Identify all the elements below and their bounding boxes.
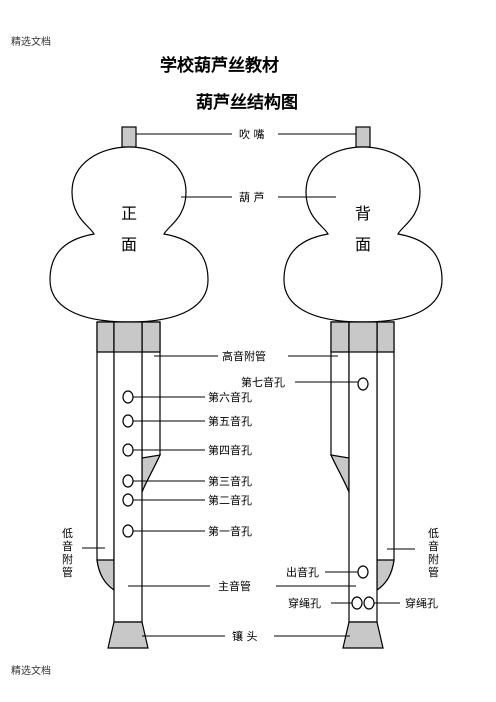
back-low-drone-gray-top [376,321,395,353]
footer-label: 精选文档 [11,666,51,677]
label-rope-hole-left: 穿绳孔 [288,596,321,610]
back-high-drone-gray-top [330,321,350,353]
label-low-drone-right-2: 音 [428,539,439,553]
header-label: 精选文档 [11,37,51,48]
label-ferrule: 镶 头 [232,629,258,643]
front-high-drone-gray-bottom [141,454,162,493]
front-side-char-2: 面 [121,235,137,254]
label-hole-5: 第五音孔 [208,414,252,428]
label-sound-hole: 出音孔 [286,565,319,579]
diagram-title: 葫芦丝结构图 [196,93,298,113]
front-low-drone-gray-bottom [96,559,115,592]
label-high-drone: 高音附管 [222,349,266,363]
label-low-drone-right-3: 附 [428,552,439,566]
document-title: 学校葫芦丝教材 [160,56,279,76]
front-main-pipe-gray-top [113,321,143,353]
label-low-drone-right-1: 低 [428,527,439,540]
back-high-drone-gray-bottom [329,454,350,493]
front-low-drone-gray-top [96,321,115,353]
back-mouthpiece [355,126,371,148]
leader-lines [82,133,415,637]
label-mouthpiece: 吹 嘴 [239,128,265,141]
label-main-pipe: 主音管 [218,579,251,593]
label-low-drone-left-4: 管 [62,565,73,579]
label-low-drone-right-4: 管 [428,565,439,579]
label-hole-7: 第七音孔 [241,375,285,389]
label-hole-2: 第二音孔 [208,493,252,507]
back-ferrule [342,621,384,649]
label-low-drone-left-2: 音 [62,539,73,553]
back-main-pipe-gray-top [348,321,378,353]
labels: 正 面 背 面 吹 嘴 葫 芦 高音附管 第七音孔 第六音孔 第五音孔 第四音孔… [62,128,439,643]
label-low-drone-left-1: 低 [62,527,73,540]
front-side-char-1: 正 [121,204,137,223]
label-hole-6: 第六音孔 [208,390,252,404]
label-hole-3: 第三音孔 [208,474,252,488]
back-side-char-2: 面 [355,235,371,254]
front-low-drone-pipe [96,321,115,592]
back-side-char-1: 背 [355,204,371,223]
back-low-drone-gray-bottom [376,559,395,592]
front-high-drone-gray-top [141,321,161,353]
back-hole-7 [357,377,369,391]
front-view [49,126,209,649]
label-hole-1: 第一音孔 [208,524,252,538]
label-gourd: 葫 芦 [239,191,265,204]
back-main-pipe [348,321,378,623]
back-low-drone-pipe [376,321,395,592]
label-rope-hole-right: 穿绳孔 [405,596,438,610]
label-hole-4: 第四音孔 [208,443,252,457]
front-main-pipe [113,321,143,623]
front-ferrule [107,621,149,649]
front-mouthpiece [121,126,137,148]
label-low-drone-left-3: 附 [62,552,73,566]
